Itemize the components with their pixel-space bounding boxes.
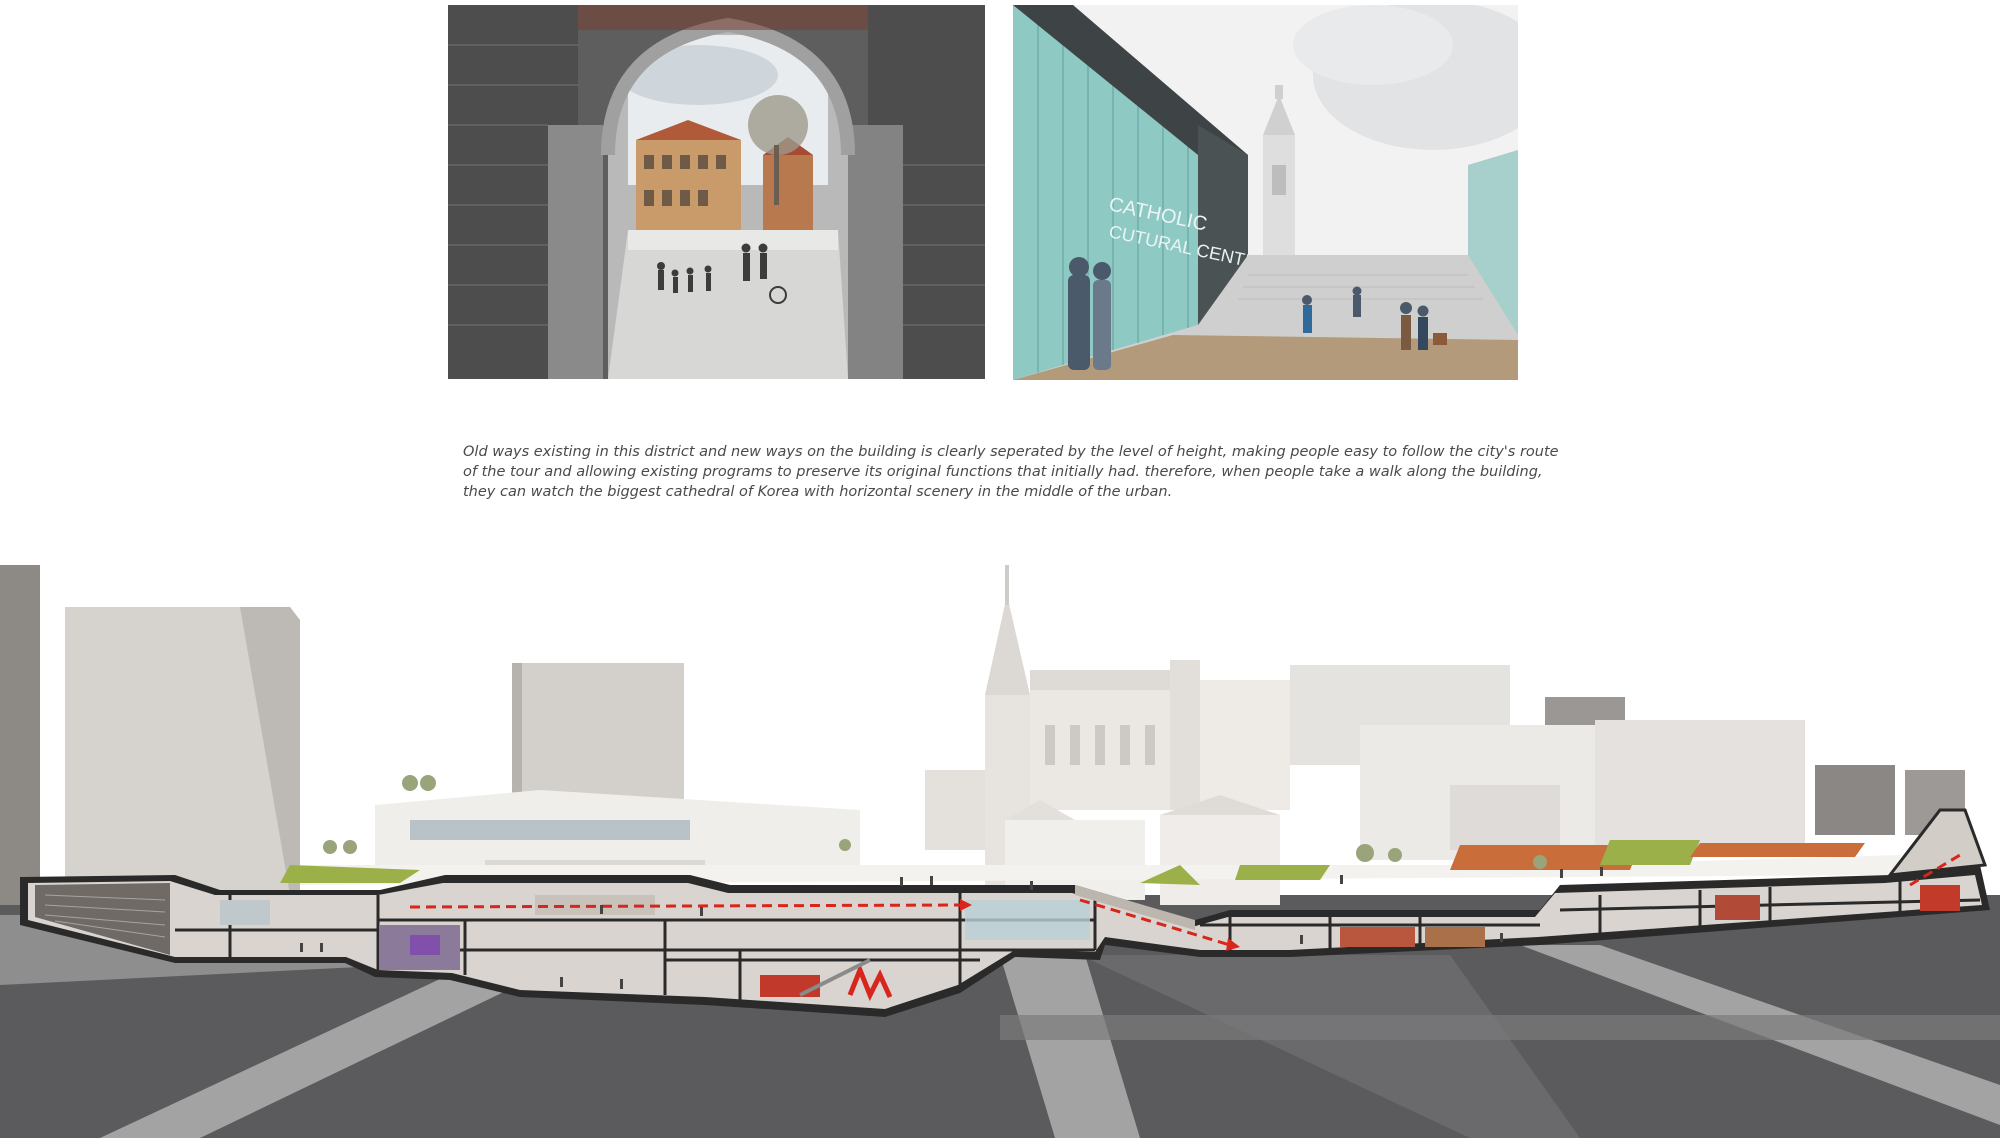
caption-text: Old ways existing in this district and n… — [463, 442, 1563, 502]
caption-line-1: Old ways existing in this district and n… — [463, 444, 1559, 460]
section-cut — [20, 808, 1990, 1017]
urban-section-perspective — [0, 565, 2000, 1138]
catholic-cultural-center-plaza-rendering: CATHOLIC CUTURAL CENTER — [1013, 5, 1518, 380]
caption-line-2: of the tour and allowing existing progra… — [463, 464, 1543, 480]
cathedral — [925, 565, 1290, 905]
gothic-arch-courtyard-rendering — [448, 5, 985, 379]
caption-line-3: they can watch the biggest cathedral of … — [463, 484, 1173, 500]
